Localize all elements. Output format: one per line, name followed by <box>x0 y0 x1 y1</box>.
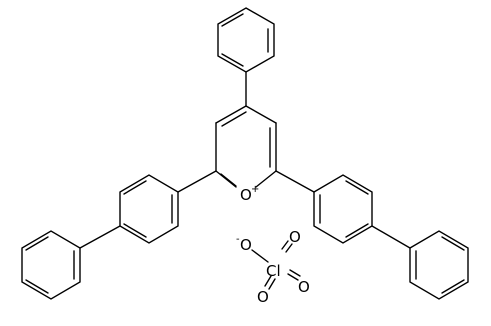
right-outer-phenyl-ring <box>409 230 469 300</box>
bond-right-biphenyl <box>275 170 315 193</box>
ring-oxygen-charge: + <box>251 184 259 195</box>
pyrylium-ring <box>215 105 277 188</box>
right-inner-phenyl-ring <box>313 174 373 244</box>
ring-oxygen-label: O <box>240 186 252 204</box>
left-inner-phenyl-ring <box>119 174 179 244</box>
perchlorate-oxygen-1: O <box>240 236 252 254</box>
perchlorate-oxygen-3: O <box>257 288 269 306</box>
bond-left-biphenyl-inner <box>79 225 121 249</box>
perchlorate-oxygen-4: O <box>298 278 310 296</box>
bond-right-biphenyl-inner <box>371 225 411 249</box>
perchlorate-ion: O - Cl O O O <box>236 228 310 306</box>
left-outer-phenyl-ring <box>21 230 81 300</box>
bond-left-biphenyl <box>177 170 217 193</box>
chlorine-label: Cl <box>266 262 281 280</box>
perchlorate-oxygen-2: O <box>289 228 301 246</box>
top-phenyl-ring <box>217 7 275 73</box>
perchlorate-oxygen-charge: - <box>236 234 240 245</box>
